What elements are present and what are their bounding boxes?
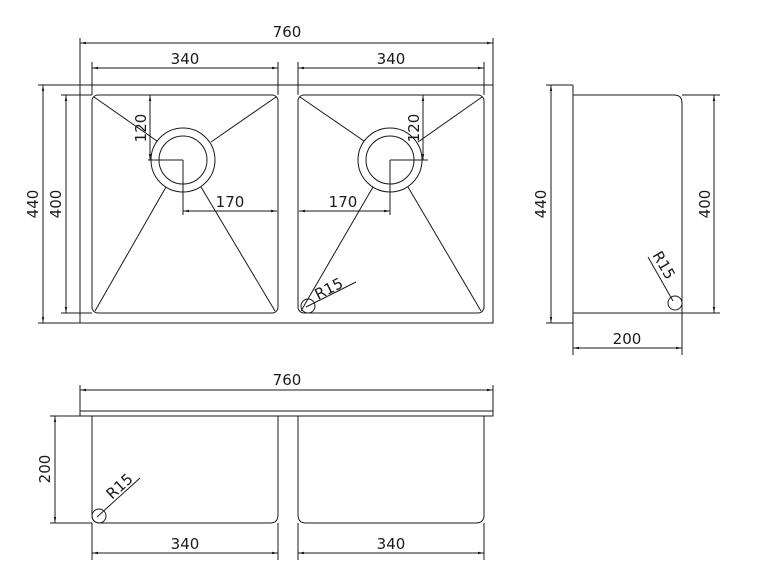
right-drain-offset-label: 120 — [405, 114, 423, 143]
side-bowl-depth-label: 400 — [696, 190, 714, 219]
left-bowl-width-label: 340 — [171, 50, 200, 68]
side-view: 440 400 200 R15 — [532, 84, 720, 355]
front-view: 760 200 340 340 R15 — [36, 371, 494, 560]
front-left-bowl-width-label: 340 — [171, 535, 200, 553]
side-profile — [573, 94, 683, 314]
right-drain-center-label: 170 — [329, 193, 358, 211]
right-drain — [299, 96, 483, 312]
left-drain — [93, 96, 277, 312]
left-bowl — [91, 94, 279, 314]
sink-outline — [79, 84, 494, 324]
bowl-depth-label: 400 — [47, 190, 65, 219]
overall-depth-label: 440 — [24, 190, 42, 219]
side-height-label: 200 — [613, 330, 642, 348]
right-bowl — [297, 94, 485, 314]
front-right-bowl-width-label: 340 — [377, 535, 406, 553]
left-drain-offset-label: 120 — [132, 114, 150, 143]
top-view: 760 340 340 440 400 120 120 170 170 R15 — [24, 23, 494, 324]
front-height-label: 200 — [36, 455, 54, 484]
left-drain-center-label: 170 — [216, 193, 245, 211]
right-bowl-width-label: 340 — [377, 50, 406, 68]
front-corner-radius-label: R15 — [103, 470, 137, 503]
front-overall-width-label: 760 — [273, 371, 302, 389]
front-right-bowl — [297, 416, 485, 524]
front-left-bowl — [91, 416, 279, 524]
overall-width-label: 760 — [273, 23, 302, 41]
corner-radius-label: R15 — [312, 274, 346, 303]
side-overall-depth-label: 440 — [532, 190, 550, 219]
